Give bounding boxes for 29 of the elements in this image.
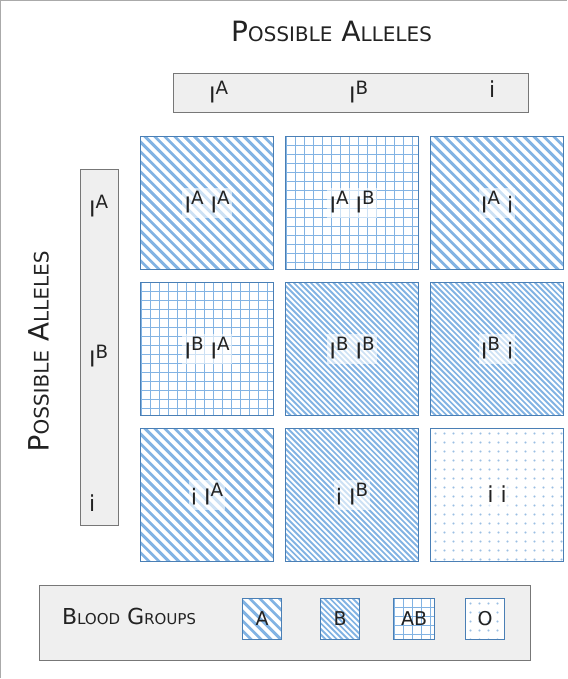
punnett-cell — [140, 428, 274, 562]
genotype-label: I$^{A}$ I$^{B}$ — [327, 188, 377, 218]
diagram-title: Possible Alleles — [231, 15, 432, 48]
allele-bar — [173, 73, 529, 113]
allele-label: I$^{A}$ — [89, 192, 108, 222]
allele-label: I$^{B}$ — [89, 342, 108, 372]
genotype-label: I$^{A}$ I$^{A}$ — [182, 188, 232, 218]
allele-bar — [80, 169, 119, 526]
genotype-label: i I$^{A}$ — [188, 480, 226, 510]
genotype-label: I$^{A}$ i — [478, 188, 516, 218]
punnett-cell — [285, 282, 419, 416]
punnett-cell — [430, 282, 564, 416]
punnett-cell — [430, 136, 564, 270]
punnett-cell — [140, 282, 274, 416]
allele-label: i — [489, 78, 496, 103]
genotype-label: I$^{B}$ I$^{A}$ — [182, 334, 232, 364]
punnett-cell — [285, 428, 419, 562]
axis-title: Possible Alleles — [22, 250, 56, 452]
genotype-label: I$^{B}$ i — [478, 334, 516, 364]
allele-label: i — [89, 492, 96, 517]
punnett-cell — [140, 136, 274, 270]
legend-heading: Blood Groups — [62, 605, 196, 630]
punnett-cell — [430, 428, 564, 562]
genotype-label: i I$^{B}$ — [334, 480, 370, 510]
allele-label: I$^{B}$ — [349, 78, 368, 108]
legend-key: O — [465, 598, 505, 640]
punnett-cell — [285, 136, 419, 270]
allele-label: I$^{A}$ — [209, 78, 228, 108]
genotype-label: I$^{B}$ I$^{B}$ — [327, 334, 377, 364]
